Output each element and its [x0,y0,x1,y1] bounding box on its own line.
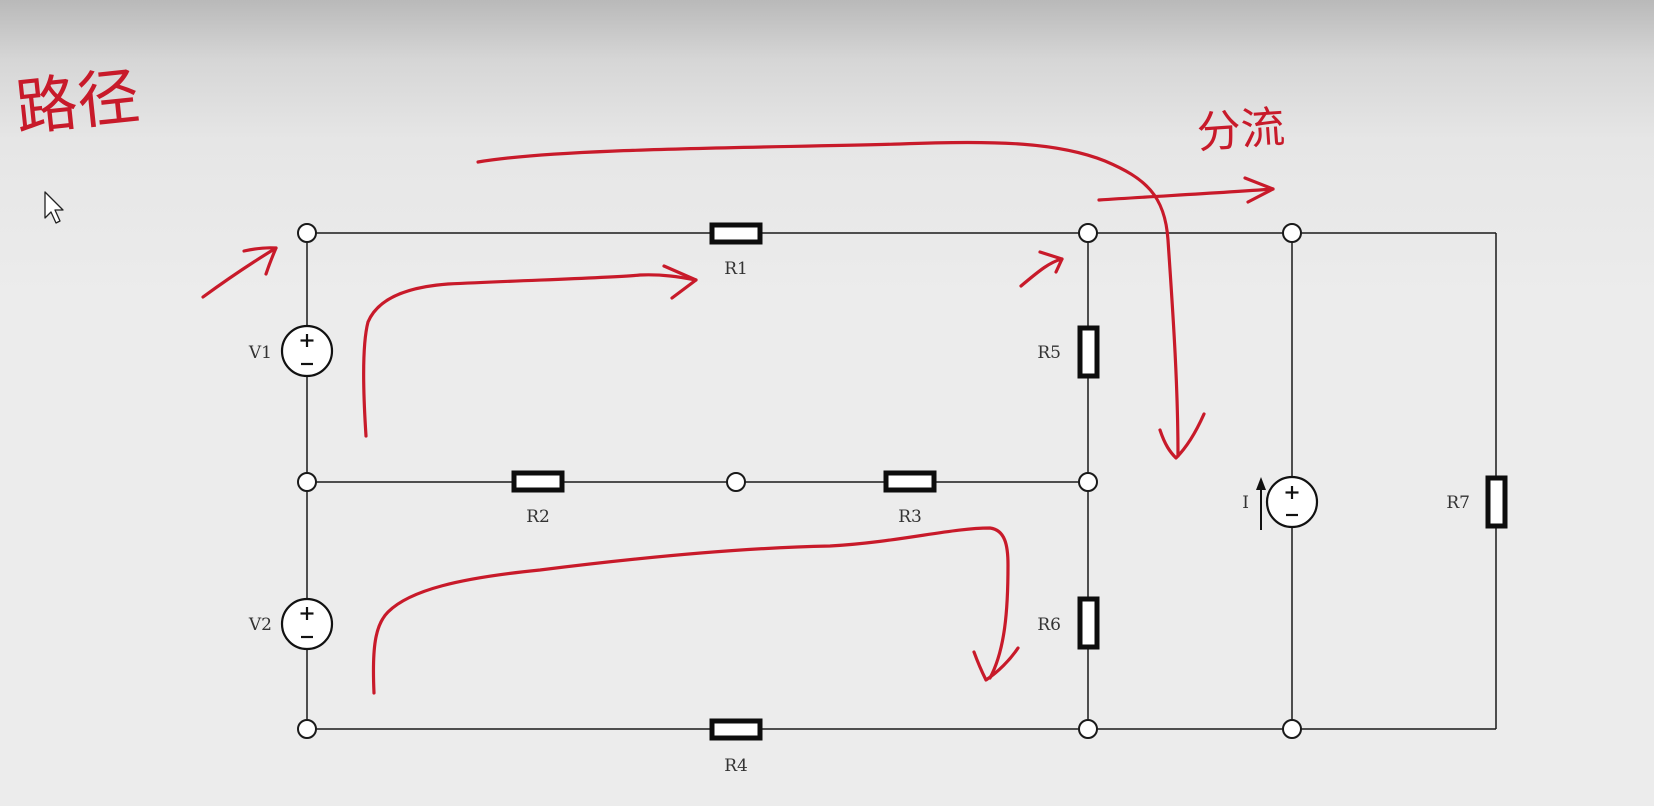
label-v2: V2 [248,615,272,635]
resistor-r2 [511,470,565,493]
node [297,223,317,243]
annotation-shunt: 分流 [1195,102,1286,159]
label-r4: R4 [724,756,748,776]
voltage-source-v1 [280,324,334,378]
label-r7: R7 [1446,493,1470,513]
mouse-cursor-icon [44,191,64,224]
label-r5: R5 [1037,343,1061,363]
label-v1: V1 [248,343,272,363]
label-r1: R1 [724,259,748,279]
annotation-path: 路径 [12,59,143,145]
current-source [1265,475,1319,529]
node [726,472,746,492]
node [1078,223,1098,243]
node [297,719,317,739]
label-r3: R3 [898,507,922,527]
node [1078,472,1098,492]
node [1078,719,1098,739]
label-current-source: I [1242,493,1249,513]
resistor-r1 [709,222,763,245]
label-r2: R2 [526,507,550,527]
resistor-r7 [1485,475,1508,529]
label-r6: R6 [1037,615,1061,635]
node [1282,223,1302,243]
node [297,472,317,492]
resistor-r5 [1077,325,1100,379]
current-direction-arrow-icon [1256,477,1266,530]
nodes [297,223,1302,739]
ink-arrow-loop-top [362,264,698,438]
ink-arrow-long-branch [476,140,1206,460]
ink-arrow-loop-bottom [371,526,1020,695]
resistor-r3 [883,470,937,493]
ink-arrow-shunt [1097,176,1275,204]
ink-arrow-r5 [1019,250,1064,288]
voltage-source-v2 [280,597,334,651]
ink-arrow-entry [201,246,278,299]
node [1282,719,1302,739]
resistor-r6 [1077,596,1100,650]
resistor-r4 [709,718,763,741]
